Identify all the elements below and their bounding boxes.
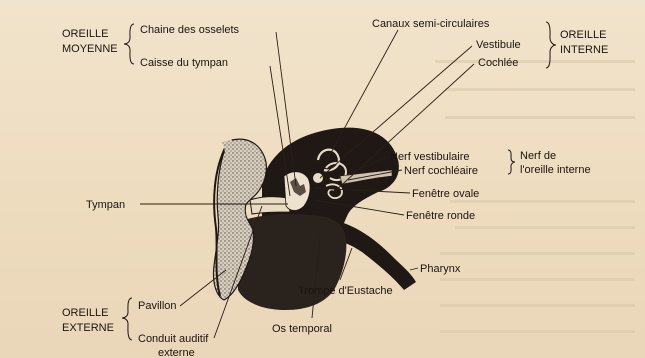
middle-ear-brace — [124, 24, 134, 64]
outer-ear-group-line1: OREILLE — [62, 307, 108, 319]
label-pinna: Pavillon — [138, 300, 177, 312]
outer-ear-brace — [122, 298, 132, 340]
label-ear-canal-line1: Conduit auditif — [138, 333, 209, 345]
middle-ear-group-line2: MOYENNE — [62, 43, 118, 55]
outer-ear-group-line2: EXTERNE — [62, 322, 114, 334]
label-semicircular-canals: Canaux semi-circulaires — [372, 18, 490, 30]
label-pharynx: Pharynx — [420, 263, 461, 275]
auditory-nerve-group-line1: Nerf de — [520, 150, 556, 162]
label-ossicles: Chaine des osselets — [140, 24, 240, 36]
ear-canal-shape — [250, 197, 290, 214]
inner-ear-group-line1: OREILLE — [560, 29, 606, 41]
label-temporal-bone: Os temporal — [272, 323, 332, 335]
middle-ear-group-line1: OREILLE — [62, 28, 108, 40]
auditory-nerve-group-line2: l'oreille interne — [520, 164, 591, 176]
ear-illustration — [213, 128, 416, 310]
label-cochlea: Cochlée — [478, 57, 518, 69]
label-tympanic-cavity: Caisse du tympan — [140, 57, 228, 69]
label-vestibule: Vestibule — [476, 39, 521, 51]
label-oval-window: Fenêtre ovale — [412, 188, 479, 200]
label-eustachian-tube: Trompe d'Eustache — [298, 285, 393, 297]
label-vestibular-nerve: Nerf vestibulaire — [390, 151, 469, 163]
inner-ear-group-line2: INTERNE — [560, 44, 608, 56]
label-tympanum: Tympan — [86, 199, 125, 211]
label-cochlear-nerve: Nerf cochléaire — [404, 165, 478, 177]
label-round-window: Fenêtre ronde — [406, 210, 475, 222]
auditory-nerve-brace — [508, 150, 515, 174]
label-ear-canal-line2: externe — [158, 347, 195, 358]
